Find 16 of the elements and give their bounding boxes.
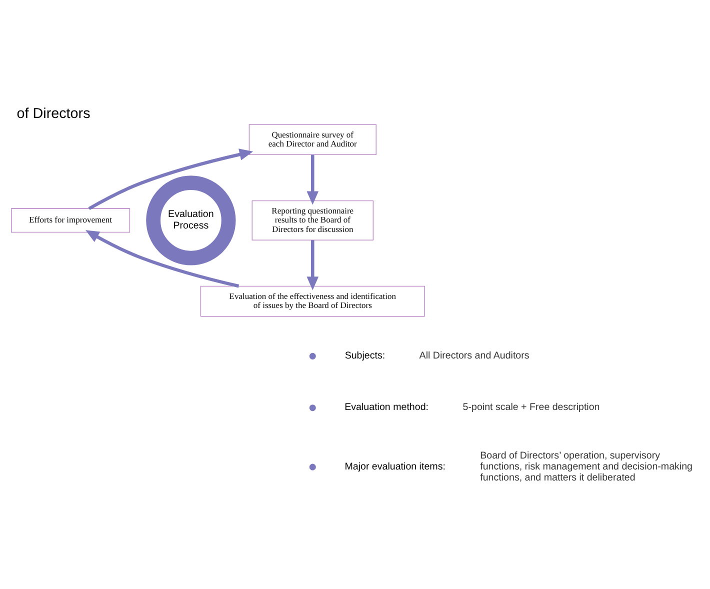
node-box: Reporting questionnaire results to the Board of Directors for discussion bbox=[252, 200, 374, 240]
label: Major evaluation items: bbox=[344, 460, 446, 472]
node-box: Efforts for improvement bbox=[11, 208, 130, 232]
label: Evaluation method: bbox=[344, 402, 429, 413]
node-box: Questionnaire survey of each Director and Auditor bbox=[248, 124, 376, 154]
arrow bbox=[88, 148, 254, 210]
label: 5-point scale + Free description bbox=[462, 402, 600, 413]
arrow bbox=[86, 230, 240, 288]
label: Subjects: bbox=[344, 350, 386, 361]
label: Board of Directors’ operation, supervisory functions, risk management and decision-making functions, and matters it deliberated bbox=[480, 450, 693, 483]
node-box: Evaluation of the effectiveness and identification of issues by the Board of Directors bbox=[200, 285, 425, 316]
label: All Directors and Auditors bbox=[419, 350, 530, 361]
arrow bbox=[306, 240, 319, 290]
diagram-title: of Directors bbox=[16, 105, 90, 122]
arrow bbox=[306, 154, 319, 204]
node-circle: Evaluation Process bbox=[146, 175, 236, 265]
